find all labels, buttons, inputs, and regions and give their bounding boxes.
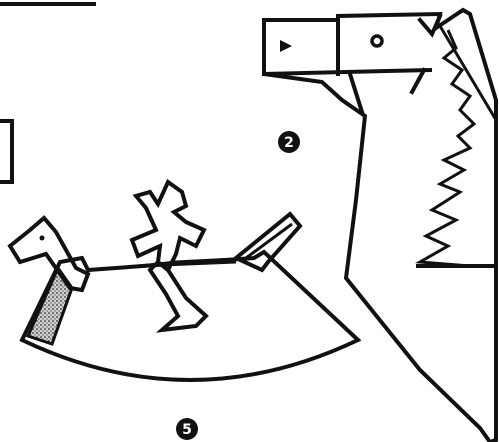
mini-eye-icon (40, 236, 45, 241)
rider-figure (132, 182, 204, 270)
mane-zigzag (420, 30, 474, 266)
cheek-line-2 (412, 70, 424, 92)
jaw-line (264, 70, 430, 74)
ear-notch (420, 16, 440, 34)
bracket-fragment (0, 121, 12, 182)
eye-icon (372, 36, 382, 46)
nostril-icon (280, 40, 292, 52)
rocker-base (22, 252, 358, 380)
step-2-marker: 2 (278, 131, 300, 153)
step-2-label: 2 (284, 135, 294, 151)
center-support (150, 262, 206, 330)
step-5-marker: 5 (176, 418, 198, 440)
rocking-horse-model (10, 182, 358, 380)
mini-horse-head (10, 218, 88, 290)
support-slot-line (138, 262, 236, 266)
step-5-label: 5 (182, 422, 192, 438)
